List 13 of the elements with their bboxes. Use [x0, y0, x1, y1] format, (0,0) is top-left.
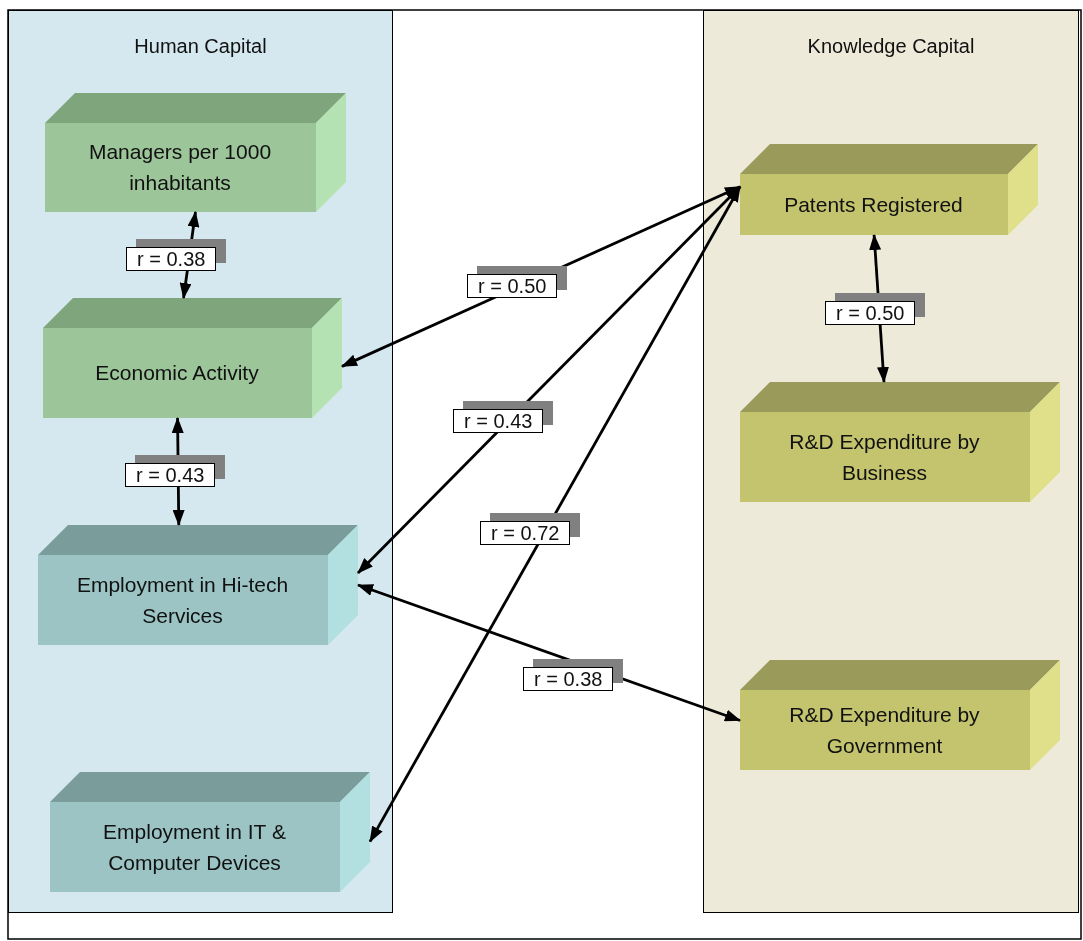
- group-panel: [8, 10, 393, 913]
- block-text: R&D Expenditure by Business: [788, 428, 981, 486]
- block-text: Economic Activity: [95, 360, 259, 386]
- block-text: Employment in IT & Computer Devices: [102, 818, 287, 876]
- group-panel: [703, 10, 1079, 913]
- block-text: Managers per 1000 inhabitants: [87, 139, 273, 196]
- arrow: [368, 185, 742, 843]
- arrow: [357, 185, 741, 574]
- panel-title: Knowledge Capital: [807, 35, 975, 58]
- block-text: R&D Expenditure by Government: [788, 701, 981, 759]
- block-text: Employment in Hi-tech Services: [75, 571, 290, 629]
- panel-title: Human Capital: [134, 35, 267, 58]
- block-text: Patents Registered: [784, 191, 963, 218]
